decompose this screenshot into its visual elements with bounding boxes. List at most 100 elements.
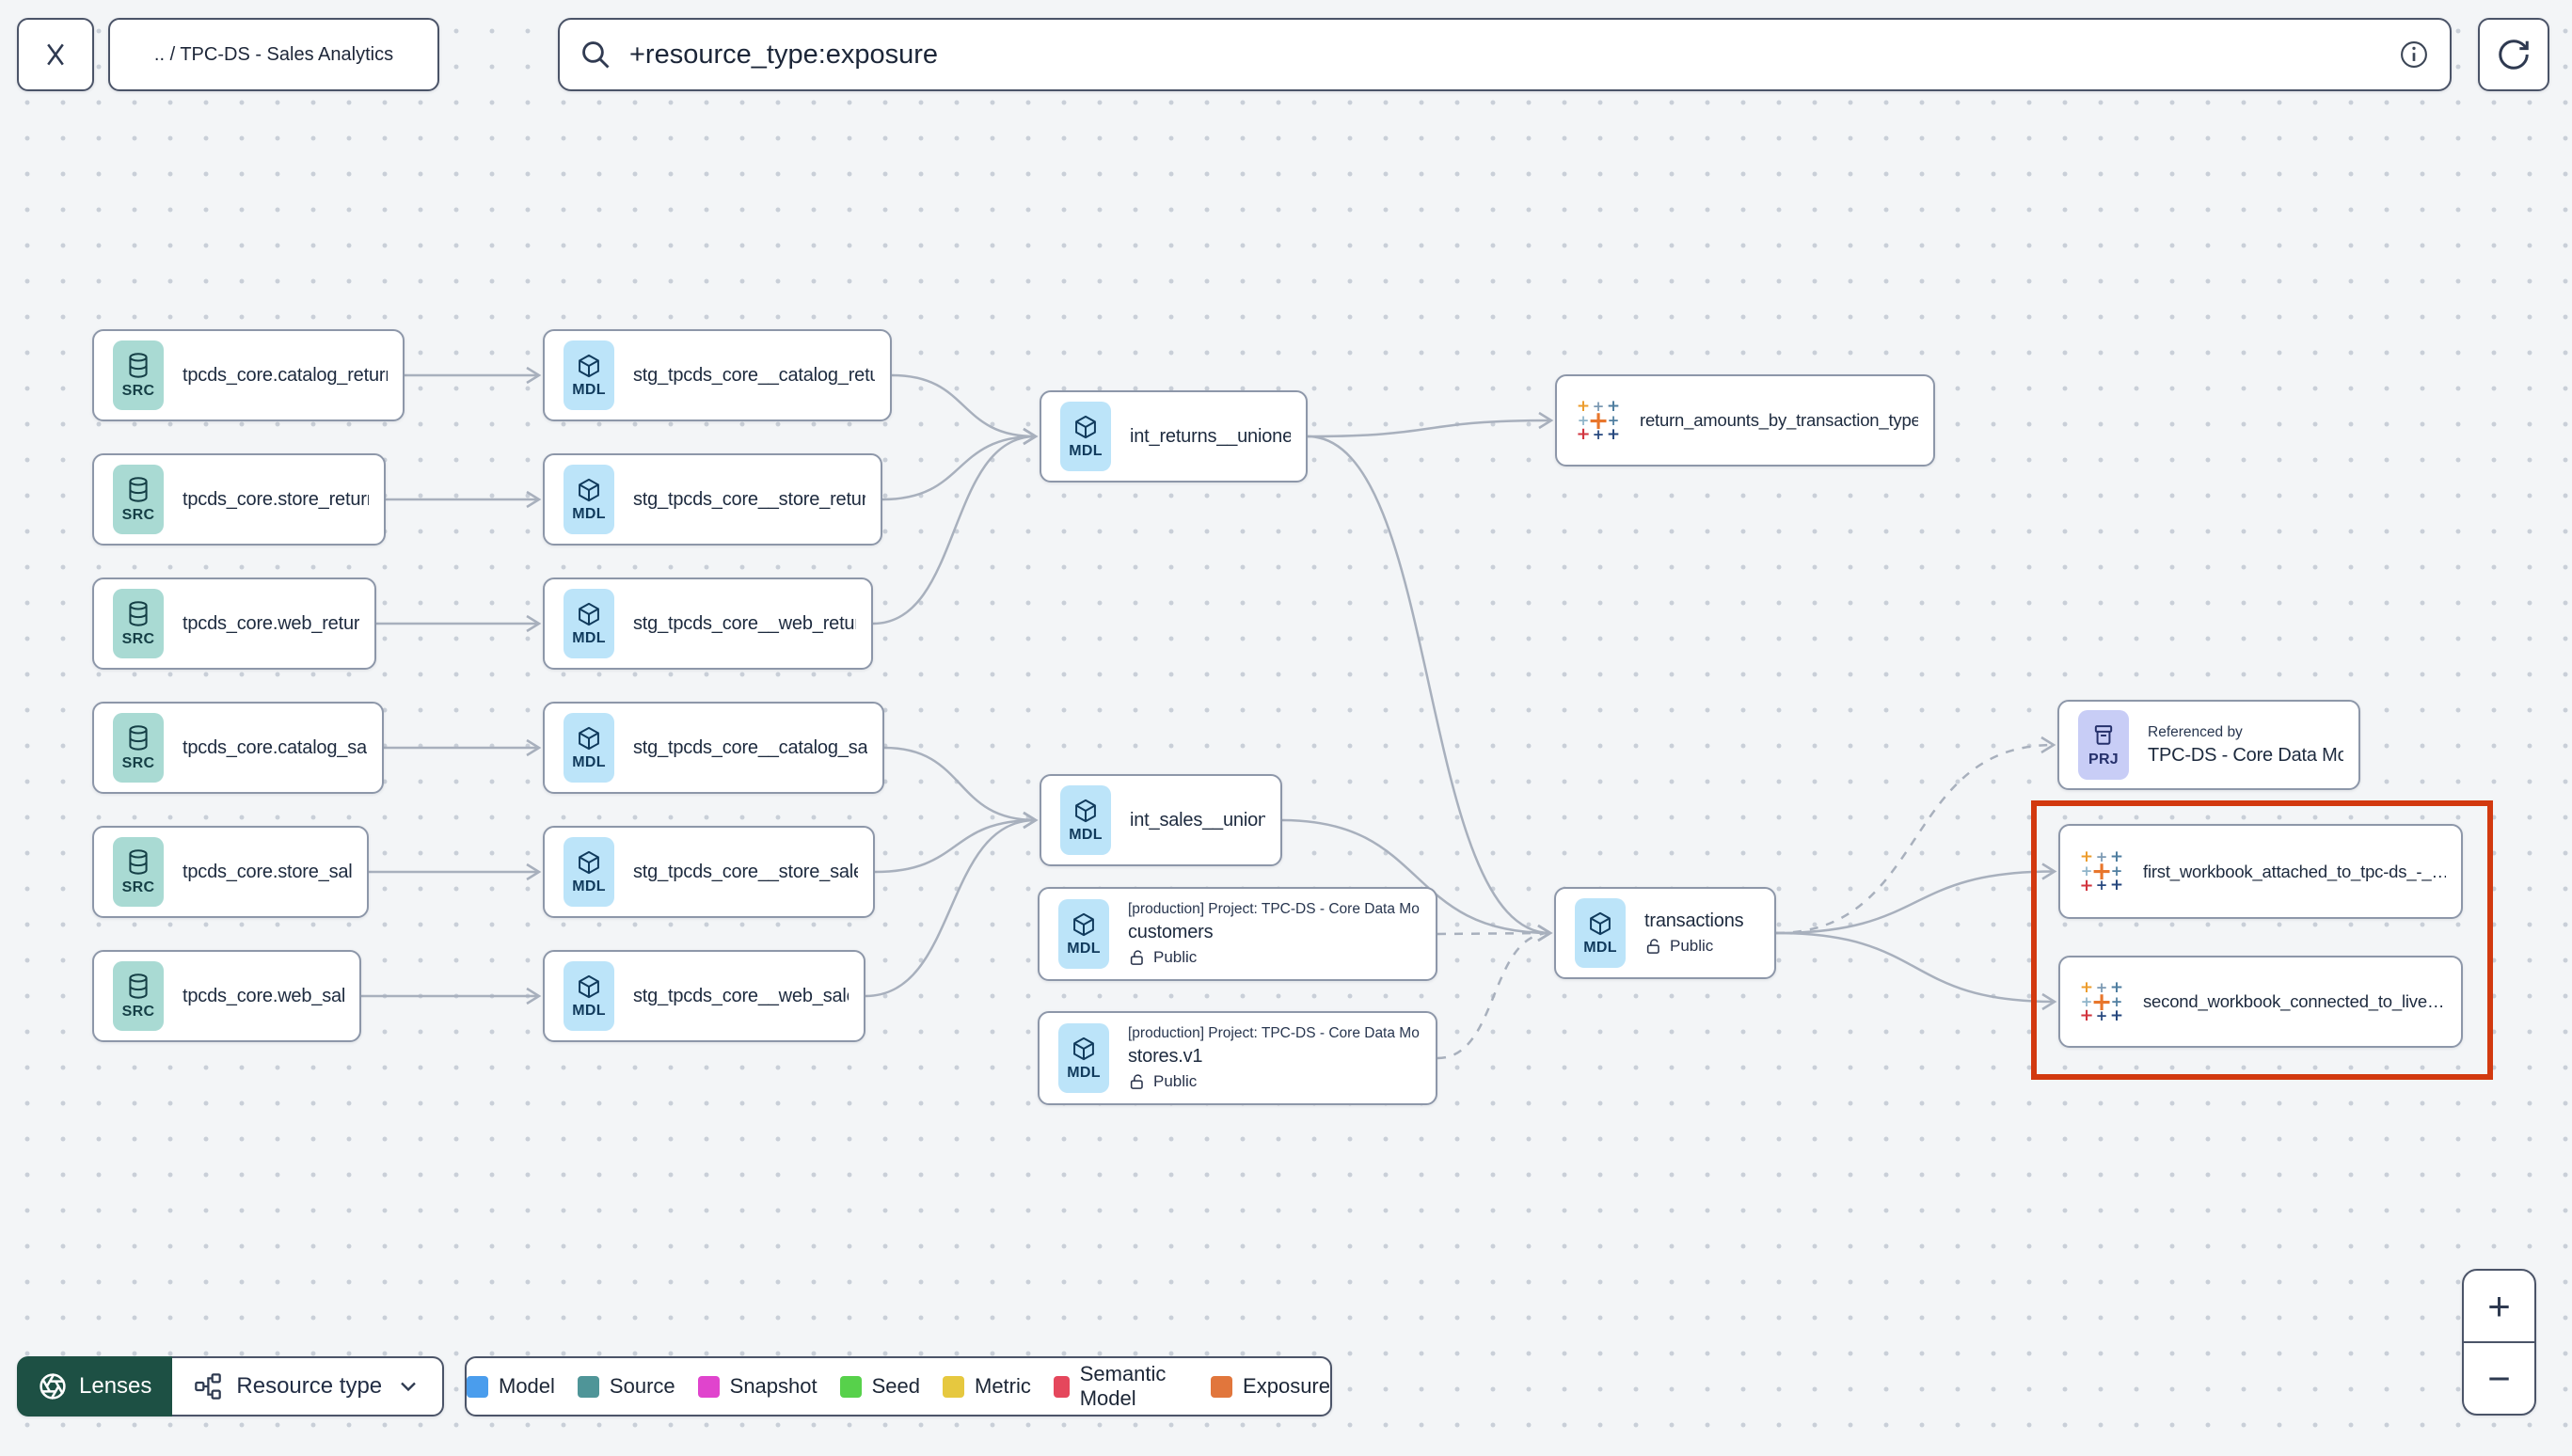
edge-stg_web_sales-to-int_sales (865, 811, 1039, 998)
legend-item-exposure: Exposure (1211, 1374, 1330, 1399)
breadcrumb[interactable]: .. / TPC-DS - Sales Analytics (108, 18, 439, 91)
public-lock-icon (1130, 950, 1143, 965)
source-badge: SRC (113, 465, 164, 534)
breadcrumb-label: .. / TPC-DS - Sales Analytics (153, 43, 394, 65)
cube-icon (1075, 415, 1096, 438)
edge-stg_catalog_sales-to-int_sales (883, 746, 1039, 830)
tableau-icon: +++++++++ (2079, 847, 2124, 895)
refresh-button[interactable] (2478, 18, 2549, 91)
node-label: tpcds_core.catalog_returns (183, 364, 388, 386)
legend-swatch (943, 1375, 964, 1398)
node-text: stg_tpcds_core__catalog_returns (633, 365, 875, 387)
node-stg_store_sales[interactable]: MDL stg_tpcds_core__store_sales (543, 826, 875, 918)
edge-transactions-to-referenced_by (1775, 736, 2056, 935)
node-text: tpcds_core.web_sales (183, 986, 344, 1007)
refresh-icon (2499, 40, 2529, 70)
node-label: stg_tpcds_core__store_returns (633, 488, 865, 510)
node-src_catalog_returns[interactable]: SRC tpcds_core.catalog_returns (92, 329, 405, 421)
legend-swatch (467, 1375, 488, 1398)
legend-swatch (577, 1375, 599, 1398)
database-icon (129, 973, 148, 999)
node-text: tpcds_core.catalog_sales (183, 737, 367, 759)
node-stg_catalog_returns[interactable]: MDL stg_tpcds_core__catalog_returns (543, 329, 892, 421)
lenses-button[interactable]: Lenses (17, 1356, 173, 1416)
cube-icon (579, 726, 599, 750)
node-text: [production] Project: TPC-DS - Core Data… (1128, 901, 1421, 967)
search-icon (582, 41, 610, 69)
legend-label: Snapshot (729, 1374, 818, 1398)
cube-icon (1073, 1037, 1094, 1060)
database-icon (129, 352, 148, 378)
info-icon[interactable] (2397, 38, 2431, 71)
edge-customers-to-transactions (1437, 925, 1553, 942)
node-text: second_workbook_connected_to_live… (2143, 991, 2444, 1012)
cube-icon (1073, 912, 1094, 936)
cube-icon (579, 354, 599, 377)
chevron-down-icon (401, 1382, 416, 1392)
legend-item-model: Model (467, 1374, 555, 1399)
legend-label: Exposure (1243, 1374, 1330, 1398)
node-text: tpcds_core.store_returns (183, 489, 369, 511)
node-src_web_sales[interactable]: SRC tpcds_core.web_sales (92, 950, 361, 1042)
model-badge: MDL (564, 340, 614, 410)
node-text: stg_tpcds_core__store_sales (633, 862, 858, 883)
legend-item-seed: Seed (839, 1374, 920, 1399)
node-label: tpcds_core.web_returns (183, 612, 359, 634)
resource-type-icon (195, 1373, 222, 1400)
legend-swatch (697, 1375, 720, 1398)
edge-transactions-to-first_workbook (1775, 863, 2057, 935)
lens-controls: Lenses Resource type (17, 1356, 445, 1416)
aperture-icon (40, 1373, 66, 1400)
close-button[interactable] (17, 18, 94, 91)
node-text: first_workbook_attached_to_tpc-ds_-_… (2143, 862, 2446, 882)
node-first_workbook[interactable]: +++++++++ first_workbook_attached_to_tpc-… (2058, 824, 2463, 919)
lenses-label: Lenses (79, 1373, 152, 1399)
node-src_store_returns[interactable]: SRC tpcds_core.store_returns (92, 453, 386, 546)
source-badge: SRC (113, 961, 164, 1031)
legend-item-source: Source (577, 1374, 675, 1399)
node-project-label: Referenced by (2148, 723, 2243, 740)
edge-stg_web_returns-to-int_returns (872, 427, 1039, 625)
model-badge: MDL (1575, 898, 1626, 968)
database-icon (129, 724, 148, 751)
cube-icon (579, 974, 599, 998)
node-access: Public (1644, 937, 1743, 956)
search-bar[interactable] (558, 18, 2452, 91)
node-return_amounts[interactable]: +++++++++return_amounts_by_transaction_t… (1555, 374, 1935, 467)
node-label: TPC-DS - Core Data Models (2148, 744, 2343, 766)
node-text: stg_tpcds_core__web_returns (633, 613, 856, 635)
database-icon (129, 848, 148, 875)
database-icon (129, 600, 148, 626)
source-badge: SRC (113, 340, 164, 410)
legend-item-semantic-model: Semantic Model (1053, 1362, 1188, 1411)
tableau-icon: +++++++++ (1576, 396, 1621, 444)
zoom-in-button[interactable]: + (2464, 1271, 2534, 1343)
node-label: tpcds_core.store_returns (183, 488, 369, 510)
resource-type-dropdown[interactable]: Resource type (172, 1356, 445, 1416)
node-text: tpcds_core.catalog_returns (183, 365, 388, 387)
node-project-label: [production] Project: TPC-DS - Core Data… (1128, 1025, 1421, 1041)
model-badge: MDL (564, 837, 614, 907)
node-stores_v1[interactable]: MDL[production] Project: TPC-DS - Core D… (1038, 1011, 1437, 1105)
search-input[interactable] (627, 38, 2382, 71)
node-second_workbook[interactable]: +++++++++second_workbook_connected_to_li… (2058, 956, 2463, 1048)
node-customers[interactable]: MDL[production] Project: TPC-DS - Core D… (1038, 887, 1437, 981)
model-badge: MDL (1060, 785, 1111, 855)
edge-transactions-to-second_workbook (1775, 931, 2057, 1011)
node-label: stg_tpcds_core__store_sales (633, 861, 858, 882)
node-label: tpcds_core.catalog_sales (183, 736, 367, 758)
zoom-out-button[interactable]: − (2487, 1355, 2511, 1401)
project-icon (2094, 724, 2113, 745)
zoom-controls: + − (2462, 1269, 2536, 1416)
